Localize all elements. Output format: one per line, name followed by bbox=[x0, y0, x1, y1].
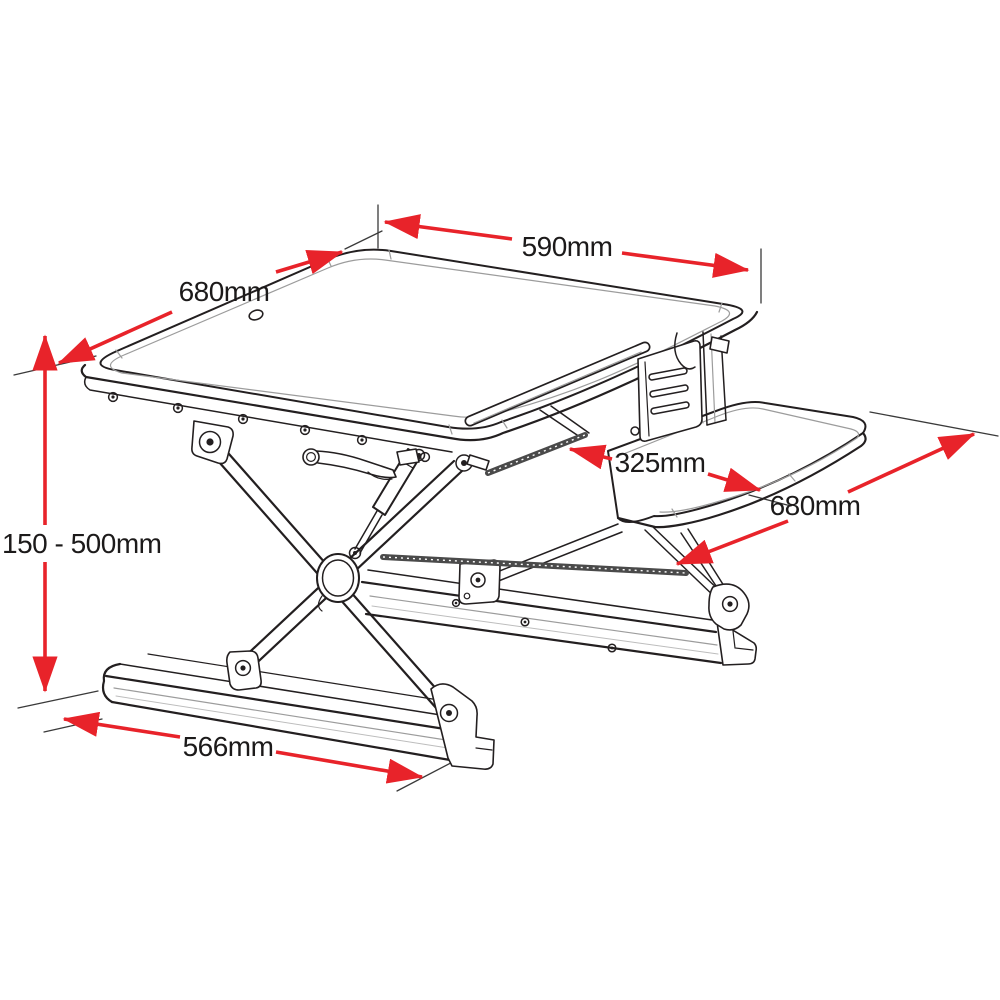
dimension-top-depth bbox=[57, 249, 344, 365]
dimension-tray-depth bbox=[568, 444, 762, 492]
rear-scissor-arms bbox=[458, 523, 750, 631]
label-top-width: 590mm bbox=[522, 231, 613, 262]
apron-screws bbox=[107, 391, 368, 446]
front-base-rail bbox=[101, 653, 452, 762]
arm-upper-bracket bbox=[191, 420, 234, 465]
label-height-range: 150 - 500mm bbox=[2, 528, 161, 559]
rear-knuckle bbox=[708, 583, 750, 631]
tray-rear-rail bbox=[380, 554, 689, 576]
dimension-labels: 590mm 680mm 150 - 500mm 566mm 325mm 680m… bbox=[2, 231, 861, 762]
release-handle bbox=[302, 448, 490, 480]
label-top-depth: 680mm bbox=[179, 276, 270, 307]
dimension-top-width bbox=[383, 214, 750, 278]
label-tray-width: 680mm bbox=[770, 490, 861, 521]
rear-base-rail bbox=[360, 569, 758, 666]
bracket-slots bbox=[648, 367, 690, 415]
dimension-lines bbox=[32, 214, 976, 784]
label-base-length: 566mm bbox=[183, 731, 274, 762]
latch-clip bbox=[709, 336, 730, 354]
label-tray-depth: 325mm bbox=[615, 447, 706, 478]
scissor-hub bbox=[316, 553, 360, 612]
tray-mount-bracket bbox=[630, 331, 730, 442]
under-desk-struts bbox=[485, 405, 590, 476]
adjustment-hook bbox=[674, 332, 696, 370]
front-foot-bracket bbox=[430, 683, 495, 770]
grommet-hole bbox=[248, 309, 264, 321]
arm-lower-pivot bbox=[226, 650, 262, 691]
tablet-groove bbox=[464, 341, 651, 427]
dimension-base-length bbox=[62, 711, 424, 784]
dimension-tray-width bbox=[675, 432, 976, 566]
